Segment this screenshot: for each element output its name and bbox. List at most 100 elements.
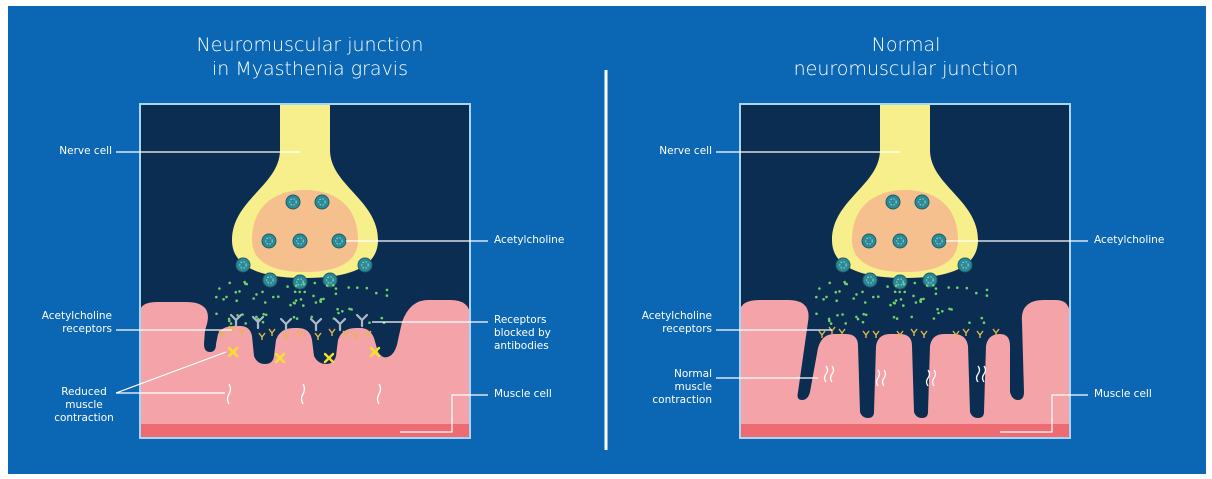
acetylcholine-molecule: [844, 322, 847, 325]
acetylcholine-molecule: [822, 298, 825, 301]
acetylcholine-molecule: [843, 281, 846, 284]
acetylcholine-molecule: [319, 300, 322, 303]
acetylcholine-molecule: [865, 314, 868, 317]
right-title: Normal neuromuscular junction: [756, 33, 1056, 81]
acetylcholine-molecule: [861, 291, 864, 294]
vesicle: [932, 234, 946, 248]
acetylcholine-molecule: [922, 298, 925, 301]
acetylcholine-molecule: [302, 304, 305, 307]
left-receptors-label: Acetylcholine receptors: [14, 310, 112, 336]
acetylcholine-molecule: [335, 293, 338, 296]
acetylcholine-molecule: [326, 284, 329, 287]
vesicle: [915, 195, 929, 209]
acetylcholine-molecule: [332, 284, 335, 287]
acetylcholine-molecule: [286, 285, 289, 288]
acetylcholine-molecule: [295, 285, 298, 288]
acetylcholine-molecule: [277, 295, 280, 298]
acetylcholine-molecule: [235, 291, 238, 294]
acetylcholine-molecule: [836, 314, 839, 317]
acetylcholine-molecule: [381, 317, 384, 320]
acetylcholine-molecule: [252, 297, 255, 300]
acetylcholine-molecule: [303, 283, 306, 286]
acetylcholine-molecule: [966, 287, 969, 290]
left-vesicle-sac: [252, 190, 358, 272]
acetylcholine-molecule: [903, 283, 906, 286]
acetylcholine-molecule: [225, 296, 228, 299]
acetylcholine-molecule: [303, 291, 306, 294]
acetylcholine-molecule: [294, 291, 297, 294]
vesicle: [836, 258, 850, 272]
acetylcholine-molecule: [289, 304, 292, 307]
acetylcholine-molecule: [912, 295, 915, 298]
vesicle: [332, 234, 346, 248]
acetylcholine-molecule: [222, 298, 225, 301]
acetylcholine-molecule: [910, 316, 913, 319]
acetylcholine-molecule: [895, 285, 898, 288]
acetylcholine-molecule: [915, 301, 918, 304]
left-reduced-label: Reduced muscle contraction: [40, 386, 128, 425]
acetylcholine-molecule: [838, 290, 841, 293]
acetylcholine-molecule: [862, 321, 865, 324]
acetylcholine-molecule: [983, 321, 986, 324]
right-normal-label: Normal muscle contraction: [630, 368, 712, 407]
vesicle: [315, 195, 329, 209]
vesicle: [236, 258, 250, 272]
vesicle: [293, 234, 307, 248]
acetylcholine-molecule: [886, 285, 889, 288]
acetylcholine-molecule: [941, 310, 944, 313]
acetylcholine-molecule: [936, 308, 939, 311]
left-acetylcholine-label: Acetylcholine: [494, 234, 604, 247]
left-panel: [116, 104, 488, 438]
acetylcholine-molecule: [862, 313, 865, 316]
acetylcholine-molecule: [933, 317, 936, 320]
acetylcholine-molecule: [215, 296, 218, 299]
acetylcholine-molecule: [825, 296, 828, 299]
acetylcholine-molecule: [968, 321, 971, 324]
acetylcholine-molecule: [815, 296, 818, 299]
acetylcholine-molecule: [893, 316, 896, 319]
vesicle: [863, 273, 877, 287]
right-nerve-cell-label: Nerve cell: [620, 145, 712, 158]
left-blocked-label: Receptors blocked by antibodies: [494, 314, 604, 353]
acetylcholine-molecule: [835, 299, 838, 302]
acetylcholine-molecule: [300, 298, 303, 301]
acetylcholine-molecule: [975, 292, 978, 295]
acetylcholine-molecule: [262, 313, 265, 316]
acetylcholine-molecule: [293, 302, 296, 305]
vesicle: [293, 275, 307, 289]
acetylcholine-molecule: [855, 316, 858, 319]
acetylcholine-molecule: [855, 293, 858, 296]
left-title: Neuromuscular junction in Myasthenia gra…: [150, 33, 470, 81]
acetylcholine-molecule: [889, 304, 892, 307]
vesicle: [893, 234, 907, 248]
vesicle: [262, 234, 276, 248]
acetylcholine-molecule: [356, 286, 359, 289]
vesicle: [923, 273, 937, 287]
acetylcholine-molecule: [903, 291, 906, 294]
right-muscle-cell-label: Muscle cell: [1094, 388, 1204, 401]
acetylcholine-molecule: [932, 284, 935, 287]
acetylcholine-molecule: [986, 294, 989, 297]
acetylcholine-molecule: [386, 294, 389, 297]
acetylcholine-molecule: [336, 308, 339, 311]
acetylcholine-molecule: [828, 282, 831, 285]
acetylcholine-molecule: [368, 321, 371, 324]
acetylcholine-molecule: [919, 300, 922, 303]
acetylcholine-molecule: [935, 287, 938, 290]
right-acetylcholine-label: Acetylcholine: [1094, 234, 1204, 247]
acetylcholine-molecule: [295, 299, 298, 302]
left-muscle-band: [140, 424, 470, 438]
acetylcholine-molecule: [956, 286, 959, 289]
vesicle: [893, 275, 907, 289]
acetylcholine-molecule: [218, 287, 221, 290]
acetylcholine-molecule: [366, 287, 369, 290]
acetylcholine-molecule: [828, 320, 831, 323]
acetylcholine-molecule: [914, 282, 917, 285]
acetylcholine-molecule: [852, 297, 855, 300]
acetylcholine-molecule: [337, 312, 340, 315]
acetylcholine-molecule: [898, 291, 901, 294]
acetylcholine-molecule: [335, 287, 338, 290]
vesicle: [862, 234, 876, 248]
acetylcholine-molecule: [243, 281, 246, 284]
acetylcholine-molecule: [238, 290, 241, 293]
